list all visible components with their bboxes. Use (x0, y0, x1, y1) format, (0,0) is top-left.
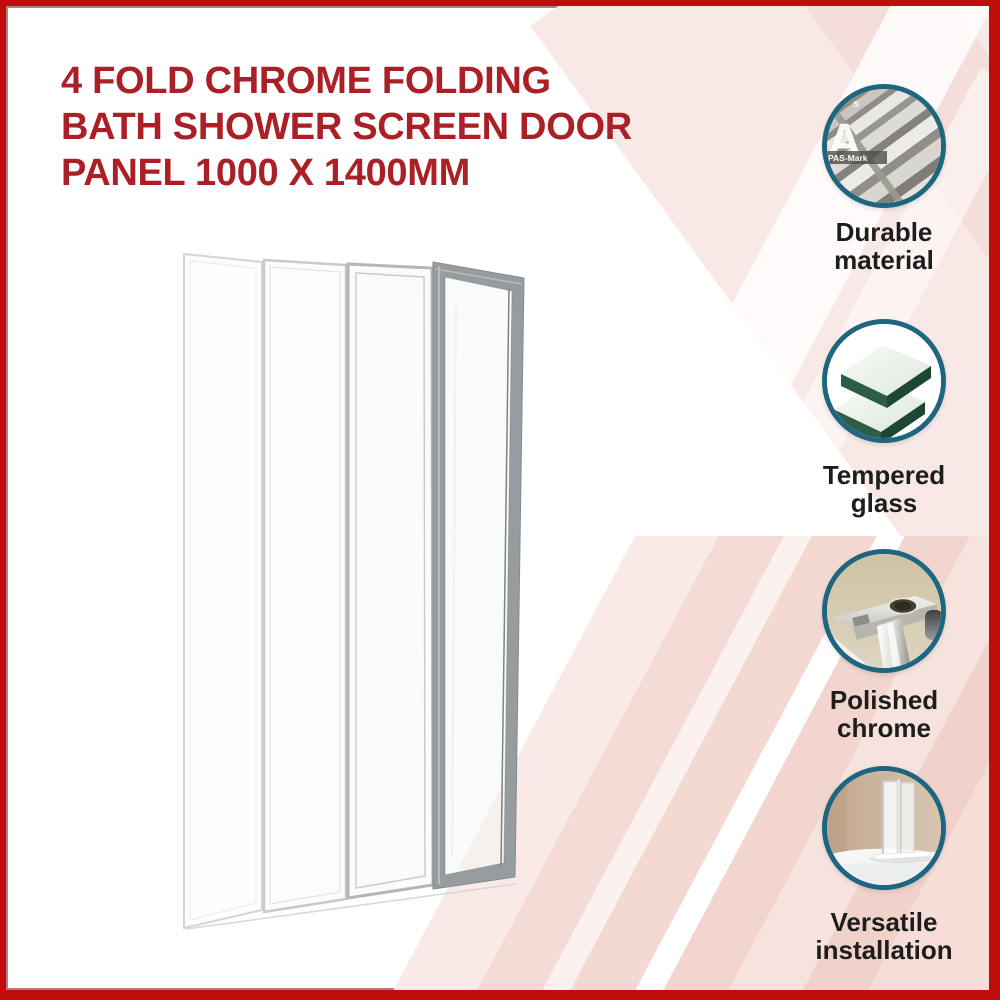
screen-panel-1 (183, 252, 263, 930)
feature-label-line: material (834, 245, 934, 275)
feature-label-polished-chrome: Polished chrome (774, 685, 989, 743)
aluminium-frame-photo-icon: s A PAS-Mark (827, 89, 941, 203)
chrome-corner-icon (827, 554, 941, 668)
tempered-glass-photo-circle (822, 319, 946, 443)
watermark-small-text: s (853, 98, 859, 110)
title-line-2: BATH SHOWER SCREEN DOOR (61, 106, 632, 148)
durable-material-photo-circle: s A PAS-Mark (822, 84, 946, 208)
watermark-mark-text: PAS-Mark (828, 153, 868, 163)
screen-panel-4 (432, 261, 525, 890)
feature-badge-polished-chrome (774, 549, 989, 673)
versatile-installation-photo-circle (822, 766, 946, 890)
title-line-3: PANEL 1000 X 1400MM (61, 152, 470, 194)
feature-label-versatile-installation: Versatile installation (774, 907, 989, 965)
feature-label-line: Tempered (822, 460, 946, 490)
feature-label-line: chrome (837, 713, 931, 743)
polished-chrome-photo-circle (822, 549, 946, 673)
feature-label-durable-material: Durable material (774, 217, 989, 275)
screen-panel-2 (262, 258, 348, 914)
product-title: 4 FOLD CHROME FOLDING BATH SHOWER SCREEN… (61, 58, 721, 196)
feature-label-line: Durable (835, 217, 933, 247)
feature-badge-tempered-glass (774, 319, 989, 443)
shower-screen-product-image (183, 252, 525, 930)
feature-label-line: glass (850, 488, 918, 518)
tempered-glass-icon (827, 324, 941, 438)
feature-label-tempered-glass: Tempered glass (774, 460, 989, 518)
chrome-hinge-knob (925, 610, 941, 640)
feature-badge-versatile-installation (774, 766, 989, 890)
feature-label-line: Versatile (830, 907, 938, 937)
feature-badge-durable-material: s A PAS-Mark (774, 84, 989, 208)
bathtub-installation-icon (827, 771, 941, 885)
feature-label-line: installation (815, 935, 953, 965)
screen-panel-3 (346, 262, 435, 900)
title-line-1: 4 FOLD CHROME FOLDING (61, 60, 551, 102)
feature-label-line: Polished (829, 685, 939, 715)
